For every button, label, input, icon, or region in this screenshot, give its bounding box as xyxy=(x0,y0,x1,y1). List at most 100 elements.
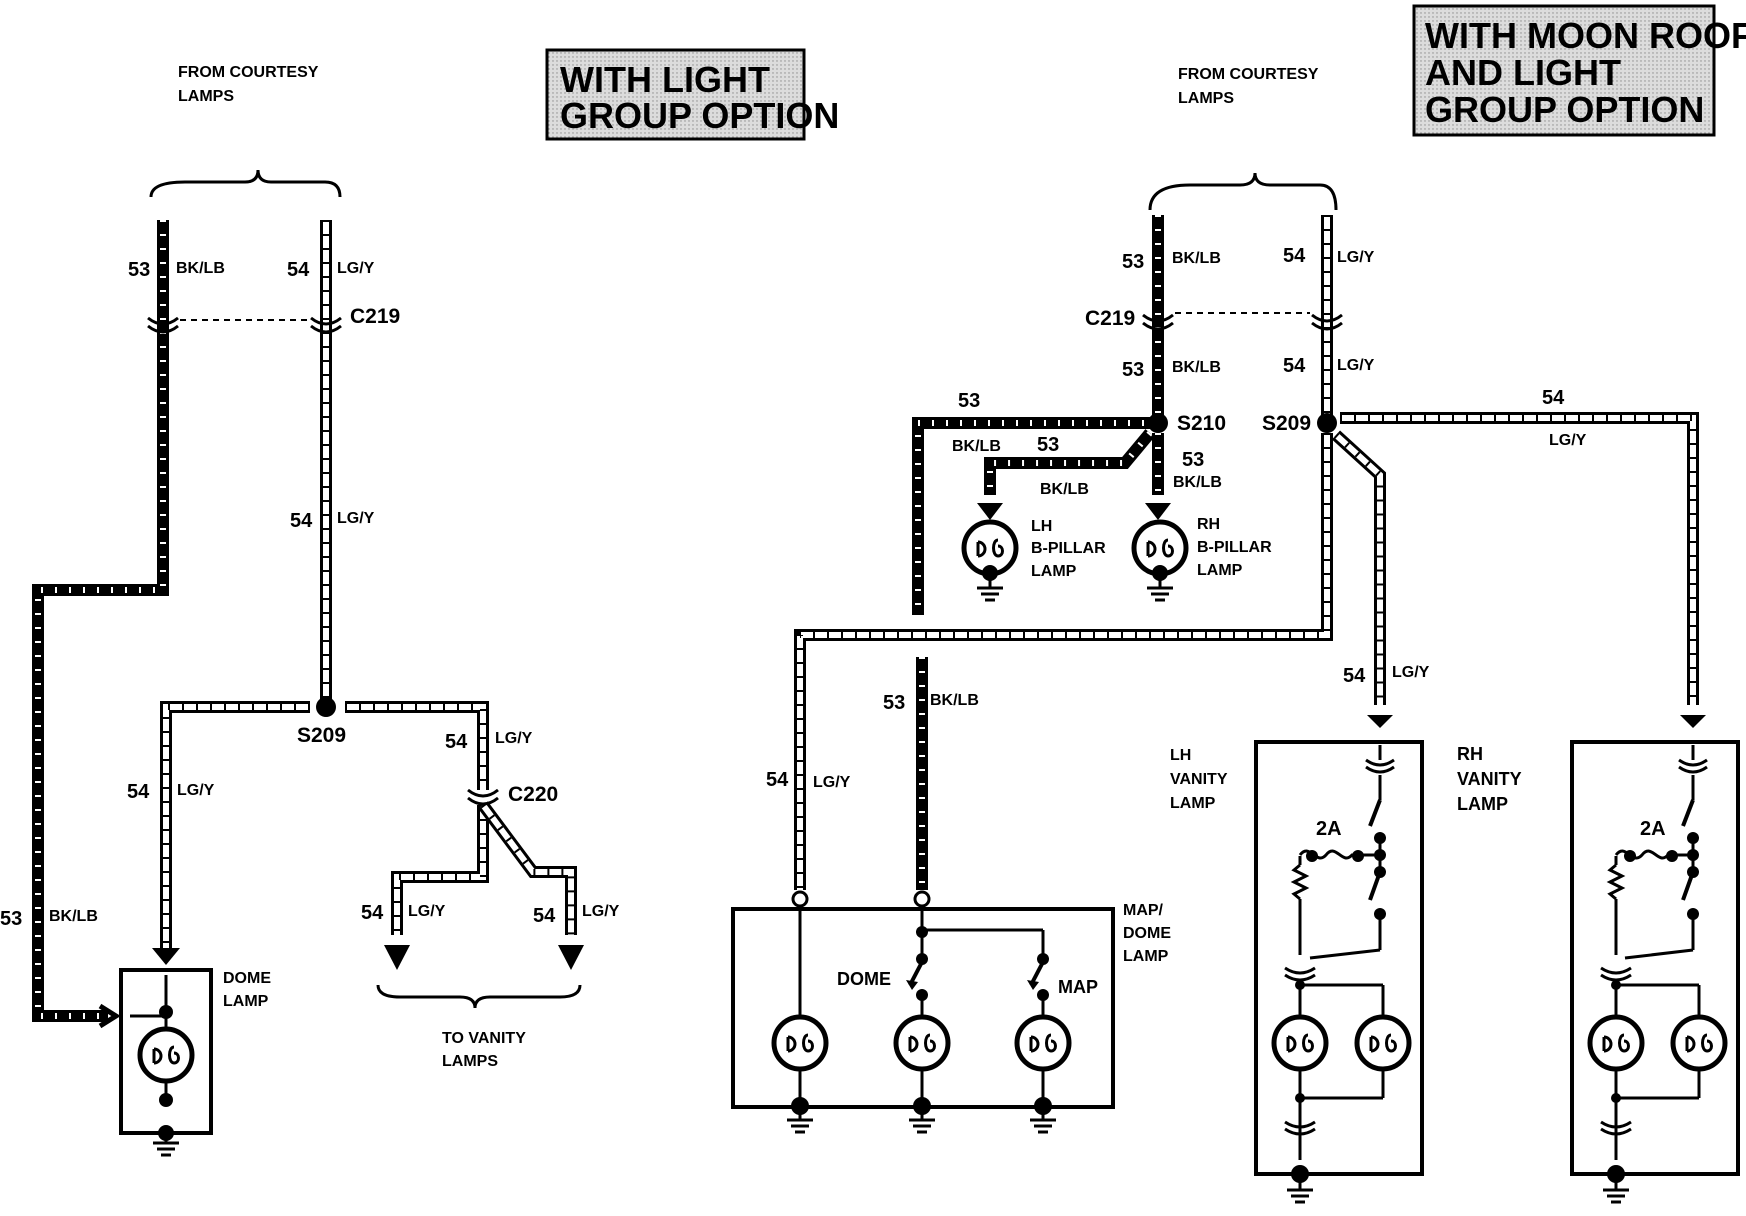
svg-text:53: 53 xyxy=(0,908,22,930)
svg-text:TO VANITY: TO VANITY xyxy=(442,1030,526,1047)
svg-text:LG/Y: LG/Y xyxy=(813,774,851,791)
wire-54-lgy-left-to-dome xyxy=(160,701,310,950)
svg-text:LG/Y: LG/Y xyxy=(177,782,215,799)
wire-stroke xyxy=(1340,415,1696,705)
svg-text:LG/Y: LG/Y xyxy=(1337,249,1375,266)
wire-labels-left: 53 BK/LB 54 LG/Y 54 LG/Y 54 LG/Y 54 LG/Y… xyxy=(0,259,620,930)
splice-s209-right: S209 xyxy=(1262,412,1337,435)
wire-stroke xyxy=(1340,412,1699,705)
wire-stroke xyxy=(1333,432,1383,705)
courtesy-brace-right xyxy=(1148,172,1338,211)
wire-stroke xyxy=(797,433,1330,890)
svg-text:B-PILLAR: B-PILLAR xyxy=(1031,540,1106,557)
rh-vanity-lamp: RH VANITY LAMP 2A xyxy=(1457,740,1740,1204)
svg-text:54: 54 xyxy=(1283,355,1306,377)
svg-text:LAMPS: LAMPS xyxy=(442,1053,498,1070)
svg-text:WITH LIGHT: WITH LIGHT xyxy=(560,59,770,100)
arrow-vanity-2 xyxy=(558,945,584,970)
svg-text:53: 53 xyxy=(958,390,980,412)
wire-54-lgy-to-map-dome xyxy=(794,433,1333,890)
svg-text:GROUP OPTION: GROUP OPTION xyxy=(560,95,839,136)
svg-text:LAMPS: LAMPS xyxy=(178,88,234,105)
svg-text:S209: S209 xyxy=(297,724,346,747)
lh-vanity-circuit: 2A xyxy=(1274,745,1409,1204)
svg-text:LH: LH xyxy=(1031,518,1052,535)
to-vanity-label: TO VANITY LAMPS xyxy=(442,1030,526,1070)
svg-text:54: 54 xyxy=(127,781,150,803)
wire-stroke xyxy=(163,704,310,950)
wire-53-bklb-left xyxy=(32,220,169,1022)
wire-stroke xyxy=(794,433,1333,890)
svg-text:AND LIGHT: AND LIGHT xyxy=(1425,52,1621,93)
wire-labels-right: 53 BK/LB 54 LG/Y 53 BK/LB 54 LG/Y 53 BK/… xyxy=(766,245,1587,791)
svg-text:BK/LB: BK/LB xyxy=(1172,359,1221,376)
svg-text:54: 54 xyxy=(287,259,310,281)
wire-stroke xyxy=(1340,415,1696,705)
svg-text:VANITY: VANITY xyxy=(1457,769,1522,789)
svg-text:FROM COURTESY: FROM COURTESY xyxy=(1178,66,1319,83)
splice-s209-left: S209 xyxy=(297,697,346,747)
svg-text:DOME: DOME xyxy=(1123,925,1171,942)
wire-54-lgy-left-to-c220 xyxy=(345,701,489,790)
svg-text:BK/LB: BK/LB xyxy=(1040,481,1089,498)
svg-text:LAMPS: LAMPS xyxy=(1178,90,1234,107)
arrow-into-dome-box xyxy=(98,1003,121,1029)
svg-text:53: 53 xyxy=(1037,434,1059,456)
svg-text:LG/Y: LG/Y xyxy=(1337,357,1375,374)
arrow-to-dome-left xyxy=(152,948,180,965)
svg-text:54: 54 xyxy=(445,731,468,753)
wire-stroke xyxy=(987,431,1153,495)
courtesy-brace-left xyxy=(149,169,342,198)
arrow-to-rh-bpillar xyxy=(1145,503,1171,520)
svg-text:53: 53 xyxy=(1182,449,1204,471)
splice-s210: S210 xyxy=(1148,412,1226,435)
left-circuit: FROM COURTESY LAMPS WITH LIGHT GROUP OPT… xyxy=(0,48,839,1157)
wire-stroke xyxy=(345,704,486,790)
svg-text:LG/Y: LG/Y xyxy=(495,730,533,747)
svg-text:LG/Y: LG/Y xyxy=(337,260,375,277)
svg-text:S209: S209 xyxy=(1262,412,1311,435)
title-box-right: WITH MOON ROOF AND LIGHT GROUP OPTION xyxy=(1412,4,1746,137)
svg-text:S210: S210 xyxy=(1177,412,1226,435)
svg-text:54: 54 xyxy=(361,902,384,924)
dome-lamp-left: DOME LAMP xyxy=(119,968,271,1157)
wire-53-bklb-to-map-dome-upper xyxy=(912,417,1158,615)
wire-53-bklb-to-lh-bpillar xyxy=(984,429,1155,495)
rh-vanity-circuit: 2A xyxy=(1590,745,1725,1204)
svg-text:BK/LB: BK/LB xyxy=(1173,474,1222,491)
svg-text:WITH MOON ROOF: WITH MOON ROOF xyxy=(1425,15,1746,56)
svg-text:LG/Y: LG/Y xyxy=(1392,664,1430,681)
svg-text:LAMP: LAMP xyxy=(1197,562,1243,579)
title-box-left: WITH LIGHT GROUP OPTION xyxy=(545,48,839,141)
svg-text:DOME: DOME xyxy=(223,970,271,987)
wire-stroke xyxy=(35,220,166,1019)
lh-vanity-lamp: LH VANITY LAMP 2A xyxy=(1170,740,1424,1204)
wire-stroke xyxy=(160,701,310,950)
svg-text:LAMP: LAMP xyxy=(1170,795,1216,812)
svg-text:54: 54 xyxy=(1542,387,1565,409)
wire-54-lgy-c220-left-branch xyxy=(391,805,489,935)
svg-text:C220: C220 xyxy=(508,783,558,806)
svg-text:2A: 2A xyxy=(1316,818,1342,840)
svg-text:BK/LB: BK/LB xyxy=(952,438,1001,455)
svg-text:C219: C219 xyxy=(350,305,400,328)
arrow-to-rh-vanity xyxy=(1680,715,1706,728)
wire-stroke xyxy=(480,803,574,935)
svg-text:2A: 2A xyxy=(1640,818,1666,840)
svg-text:54: 54 xyxy=(1283,245,1306,267)
svg-text:54: 54 xyxy=(290,510,313,532)
svg-text:MAP/: MAP/ xyxy=(1123,902,1164,919)
wire-stroke xyxy=(797,433,1330,890)
svg-text:LG/Y: LG/Y xyxy=(1549,432,1587,449)
svg-text:54: 54 xyxy=(533,905,556,927)
svg-text:LG/Y: LG/Y xyxy=(337,510,375,527)
from-courtesy-label-right: FROM COURTESY LAMPS xyxy=(1178,66,1319,107)
svg-text:LAMP: LAMP xyxy=(1123,948,1169,965)
svg-text:BK/LB: BK/LB xyxy=(1172,250,1221,267)
from-courtesy-label-left: FROM COURTESY LAMPS xyxy=(178,64,319,105)
wire-stroke xyxy=(394,805,486,935)
wire-54-lgy-to-lh-vanity xyxy=(1331,430,1386,705)
svg-text:GROUP OPTION: GROUP OPTION xyxy=(1425,89,1704,130)
connector-c219-right: C219 xyxy=(1085,307,1343,331)
